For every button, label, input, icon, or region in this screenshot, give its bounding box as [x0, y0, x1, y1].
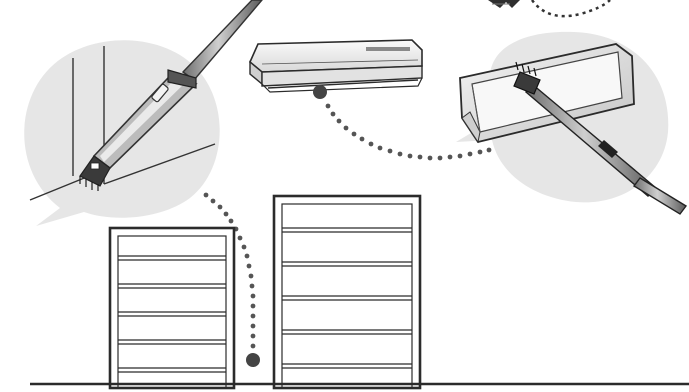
corner-wall-bubble: [24, 0, 263, 226]
short-cabinet-icon: [108, 226, 236, 390]
air-conditioner-indoor-unit-icon: [249, 39, 423, 93]
crevice-tool-partial-icon: [488, 0, 520, 8]
cabinet-connector-dots: [203, 192, 256, 349]
air-conditioner-bubble: [456, 31, 688, 215]
partial-bubble-top-right: [488, 0, 611, 18]
tall-cabinet-icon: [272, 194, 422, 390]
ac-connector-dots: [325, 103, 492, 161]
dotted-connectors: [203, 85, 492, 367]
crevice-tool-air-conditioner-icon: [459, 43, 688, 215]
crevice-tool-wall-corner-icon: [79, 0, 263, 191]
